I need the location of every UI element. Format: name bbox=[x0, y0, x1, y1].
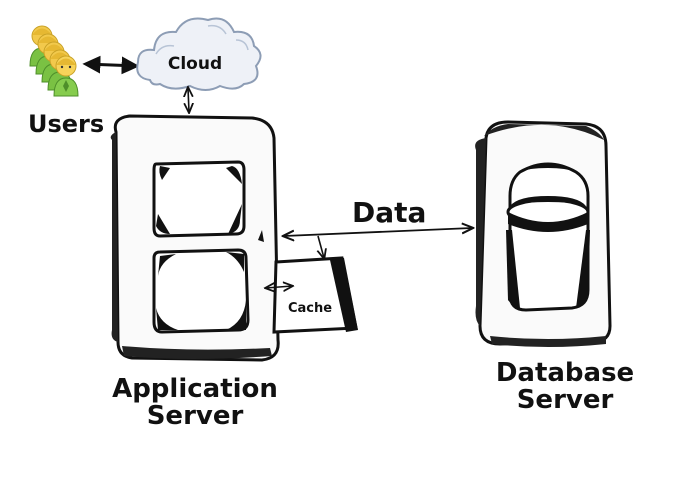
cache-box-icon bbox=[272, 256, 358, 334]
database-server-icon bbox=[475, 120, 612, 347]
users-label: Users bbox=[28, 110, 105, 138]
server-tower-icon bbox=[110, 114, 280, 362]
users-group-icon bbox=[29, 25, 79, 97]
cloud-label: Cloud bbox=[167, 54, 223, 74]
cloud-app-arrow bbox=[188, 88, 189, 112]
cache-label: Cache bbox=[287, 301, 333, 316]
data-cache-arrow bbox=[318, 235, 324, 258]
data-label: Data bbox=[352, 196, 427, 229]
application-server-label-line2: Server bbox=[146, 401, 244, 432]
data-arrow bbox=[284, 228, 472, 236]
database-server-label-line2: Server bbox=[516, 385, 614, 416]
application-server-label-line1: Application bbox=[112, 374, 278, 404]
application-server-label: Application Server bbox=[110, 374, 280, 432]
database-server-label-line1: Database bbox=[495, 358, 635, 388]
users-cloud-arrow bbox=[82, 55, 140, 75]
database-server-label: Database Server bbox=[490, 358, 640, 416]
app-cache-arrow bbox=[266, 286, 292, 288]
